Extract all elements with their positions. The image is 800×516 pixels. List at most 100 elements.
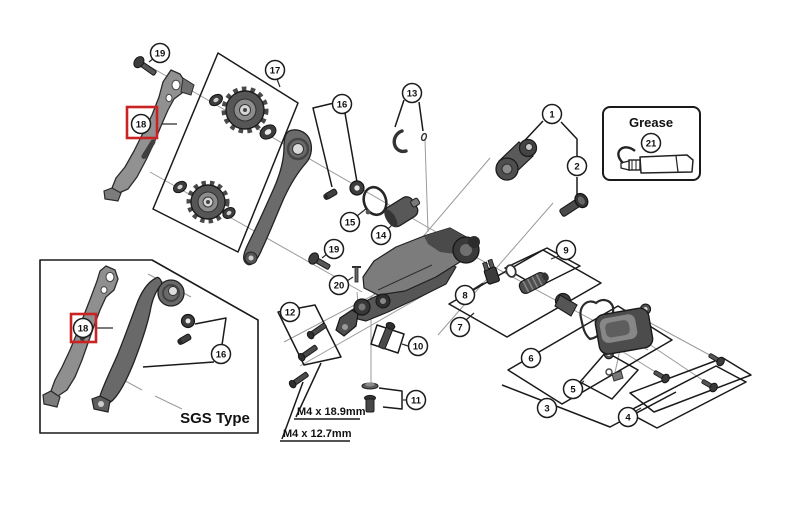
box-11	[378, 387, 403, 410]
box-5	[579, 351, 639, 400]
svg-text:19: 19	[155, 49, 166, 60]
box-12	[277, 304, 342, 366]
callout-7: 7	[449, 316, 471, 338]
box-16-top	[312, 102, 335, 188]
callout-13: 13	[401, 82, 423, 104]
part-washer-16	[349, 180, 365, 196]
part-washer	[222, 207, 236, 219]
m4-short-label: M4 x 12.7mm	[283, 428, 352, 440]
part-washer	[259, 124, 277, 140]
part-pulley-upper	[221, 86, 269, 134]
box-17	[152, 52, 299, 253]
svg-text:21: 21	[646, 139, 657, 150]
part-gasket	[579, 298, 615, 341]
svg-text:18: 18	[78, 324, 89, 335]
part-screw-20	[352, 266, 361, 283]
callout-19-mid: 19	[323, 238, 345, 260]
part-washer	[173, 180, 187, 194]
callout-2: 2	[566, 155, 588, 177]
part-oring-15	[362, 185, 388, 217]
callout-21: 21	[640, 132, 662, 154]
svg-text:13: 13	[407, 89, 418, 100]
part-screw-right-1	[708, 353, 725, 367]
part-grease-tube	[617, 146, 694, 174]
box-2	[560, 121, 578, 156]
svg-text:8: 8	[462, 291, 467, 302]
callout-17: 17	[264, 59, 286, 81]
svg-text:4: 4	[625, 413, 631, 424]
part-bracket-axle-1	[495, 138, 538, 181]
svg-text:9: 9	[563, 246, 568, 257]
part-screw-right-3	[653, 370, 670, 384]
m4-short-leader	[281, 381, 304, 440]
part-inner-plate	[243, 129, 313, 266]
part-sgs-inner-plate	[91, 276, 185, 413]
part-bolt-11	[361, 382, 379, 413]
part-screw-right-2	[701, 379, 718, 393]
highlight-box-18-top	[125, 105, 159, 140]
svg-text:1: 1	[549, 110, 555, 121]
part-screw-19-top	[133, 56, 157, 76]
box-3	[501, 384, 677, 428]
box-4	[626, 365, 747, 429]
callout-1: 1	[541, 103, 563, 125]
part-main-body	[335, 227, 480, 337]
callout-14: 14	[370, 224, 392, 246]
svg-text:18: 18	[136, 120, 147, 131]
part-sgs-bolt	[177, 333, 192, 345]
part-cable-guide	[605, 368, 624, 382]
box-4b	[629, 357, 752, 413]
svg-text:17: 17	[270, 66, 281, 77]
grease-title: Grease	[629, 115, 673, 130]
highlight-box-18-sgs	[69, 312, 98, 344]
svg-text:20: 20	[334, 281, 345, 292]
sgs-type-label: SGS Type	[180, 410, 250, 427]
part-sgs-washer	[180, 313, 196, 329]
box-10	[370, 324, 405, 354]
callout-16-sgs: 16	[210, 343, 232, 365]
svg-text:10: 10	[413, 342, 424, 353]
svg-text:19: 19	[329, 245, 340, 256]
part-bolt-2	[559, 192, 589, 217]
part-boot-14	[384, 196, 421, 228]
box-16-sgs	[194, 317, 227, 346]
callout-18-sgs: 18	[72, 317, 94, 339]
callout-16-top: 16	[331, 93, 353, 115]
part-clip-13	[392, 129, 428, 154]
svg-text:7: 7	[457, 323, 462, 334]
part-spring-9	[518, 271, 549, 295]
part-bolt-16	[323, 188, 338, 200]
svg-text:5: 5	[570, 385, 576, 396]
svg-text:3: 3	[544, 404, 549, 415]
callout-6: 6	[520, 347, 542, 369]
box-6	[507, 305, 673, 405]
svg-text:15: 15	[345, 218, 356, 229]
part-pulley-lower	[186, 180, 230, 224]
callout-15: 15	[339, 211, 361, 233]
svg-text:16: 16	[337, 100, 348, 111]
box-16-top-leg	[344, 112, 358, 183]
part-bolts-12	[288, 322, 327, 389]
part-oring-small	[505, 264, 517, 278]
m4-long-leader	[295, 362, 322, 418]
svg-text:11: 11	[411, 396, 422, 407]
part-bolt-10	[378, 322, 396, 350]
callout-11: 11	[405, 389, 427, 411]
box-13	[394, 99, 405, 128]
m4-labels: M4 x 18.9mm M4 x 12.7mm	[283, 406, 366, 440]
callout-8: 8	[454, 284, 476, 306]
svg-text:6: 6	[528, 354, 533, 365]
part-screw-19-mid	[308, 252, 331, 270]
part-adjuster	[554, 292, 578, 317]
m4-long-label: M4 x 18.9mm	[297, 406, 366, 418]
part-motor-unit-6	[594, 303, 654, 360]
part-connector-8	[482, 258, 500, 285]
callout-19-top: 19	[149, 42, 171, 64]
callout-10: 10	[407, 335, 429, 357]
svg-text:2: 2	[574, 162, 579, 173]
callout-12: 12	[279, 301, 301, 323]
callout-18-top: 18	[130, 113, 152, 135]
callouts: 19 18 17 16 13 1 2 21 15 14 19 20 9 8 7 …	[72, 42, 662, 428]
